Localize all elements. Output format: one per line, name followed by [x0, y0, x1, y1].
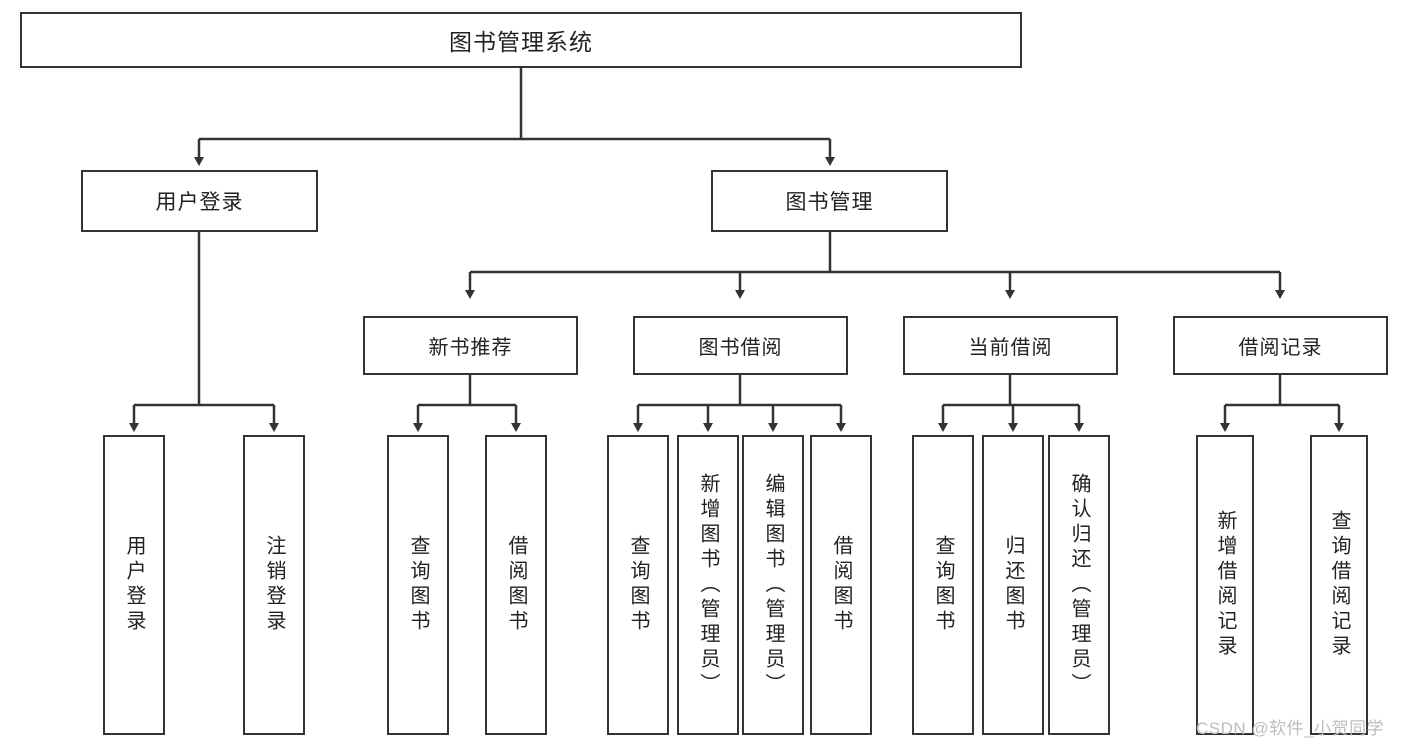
node-leaf-logout[interactable]: 注销登录: [243, 435, 305, 735]
node-book-borrow[interactable]: 图书借阅: [633, 316, 848, 375]
node-label: 用户登录: [123, 535, 145, 635]
node-new-book-rec[interactable]: 新书推荐: [363, 316, 578, 375]
node-label: 图书管理: [785, 191, 874, 214]
node-leaf-query-book-cur[interactable]: 查询图书: [912, 435, 974, 735]
node-label: 借阅图书: [830, 535, 852, 635]
node-label: 新书推荐: [428, 337, 513, 359]
node-leaf-query-book-bw[interactable]: 查询图书: [607, 435, 669, 735]
node-label: 查询图书: [627, 535, 649, 635]
node-leaf-query-book-rec[interactable]: 查询图书: [387, 435, 449, 735]
node-label: 借阅图书: [505, 535, 527, 635]
node-borrow-record[interactable]: 借阅记录: [1173, 316, 1388, 375]
node-label: 当前借阅: [968, 337, 1053, 359]
node-book-manage[interactable]: 图书管理: [711, 170, 948, 232]
node-leaf-user-login[interactable]: 用户登录: [103, 435, 165, 735]
csdn-watermark: CSDN @软件_小贺同学: [1196, 719, 1385, 738]
node-label: 用户登录: [155, 191, 244, 214]
node-root-system[interactable]: 图书管理系统: [20, 12, 1022, 68]
node-user-login[interactable]: 用户登录: [81, 170, 318, 232]
node-label: 新增图书（管理员）: [697, 472, 719, 698]
node-leaf-return-book[interactable]: 归还图书: [982, 435, 1044, 735]
node-label: 新增借阅记录: [1214, 510, 1236, 660]
node-label: 查询图书: [932, 535, 954, 635]
node-label: 查询图书: [407, 535, 429, 635]
node-leaf-borrow-book-rec[interactable]: 借阅图书: [485, 435, 547, 735]
node-label: 确认归还（管理员）: [1068, 472, 1090, 698]
node-leaf-confirm-return[interactable]: 确认归还（管理员）: [1048, 435, 1110, 735]
node-leaf-add-book[interactable]: 新增图书（管理员）: [677, 435, 739, 735]
node-label: 借阅记录: [1238, 337, 1323, 359]
node-label: 编辑图书（管理员）: [762, 472, 784, 698]
node-current-borrow[interactable]: 当前借阅: [903, 316, 1118, 375]
node-leaf-edit-book[interactable]: 编辑图书（管理员）: [742, 435, 804, 735]
node-leaf-borrow-book-bw[interactable]: 借阅图书: [810, 435, 872, 735]
node-label: 图书管理系统: [449, 29, 593, 55]
node-label: 图书借阅: [698, 337, 783, 359]
node-label: 归还图书: [1002, 535, 1024, 635]
node-leaf-query-record[interactable]: 查询借阅记录: [1310, 435, 1368, 735]
node-leaf-add-record[interactable]: 新增借阅记录: [1196, 435, 1254, 735]
node-label: 查询借阅记录: [1328, 510, 1350, 660]
node-label: 注销登录: [263, 535, 285, 635]
